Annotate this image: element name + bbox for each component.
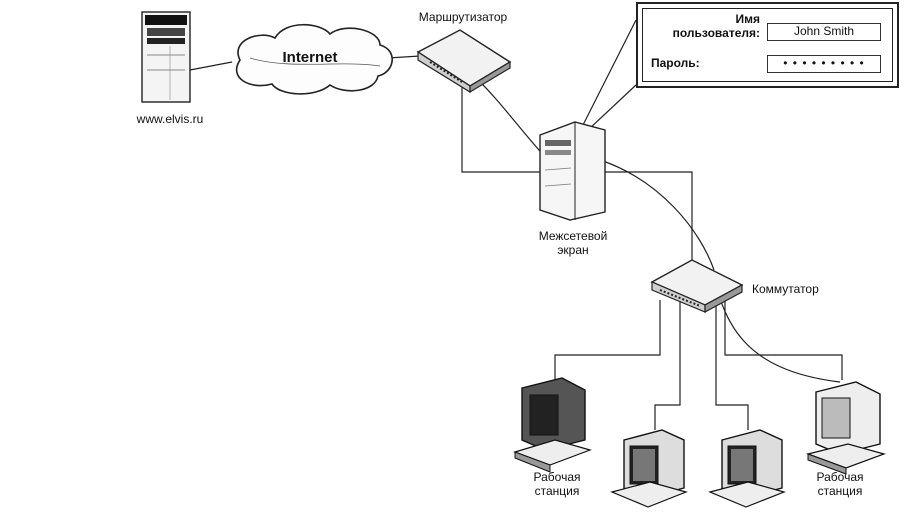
password-field[interactable]: • • • • • • • • • (767, 55, 881, 73)
workstation-right-line1: Рабочая (816, 470, 864, 484)
cable-firewall-login-1 (582, 19, 637, 126)
username-label-line1: Имя (735, 12, 760, 26)
switch-label: Коммутатор (752, 282, 819, 296)
cable-firewall-switch (605, 171, 693, 268)
cable-firewall-login-2 (587, 84, 637, 131)
server-label: www.elvis.ru (136, 112, 204, 126)
internet-cloud (235, 24, 393, 95)
cable-switch-ws3 (715, 304, 749, 430)
cable-internet-router (387, 55, 421, 59)
workstation-right-line2: станция (817, 484, 863, 498)
workstation-left-line1: Рабочая (533, 470, 581, 484)
workstation-4 (805, 381, 886, 475)
password-label: Пароль: (651, 56, 700, 70)
cable-switch-ws2 (654, 302, 681, 430)
router-label: Маршрутизатор (418, 10, 508, 24)
firewall (539, 121, 606, 221)
firewall-label-line1: Межсетевой (538, 229, 608, 243)
internet-label: Internet (282, 49, 337, 66)
router (416, 29, 512, 94)
workstation-left-line2: станция (534, 484, 580, 498)
cable-firewall-switch-curve (599, 159, 715, 271)
cable-switch-ws1 (554, 300, 661, 380)
cable-switch-ws4 (724, 300, 843, 380)
workstation-2 (610, 429, 688, 508)
cable-router-firewall (461, 78, 540, 173)
username-label-line2: пользователя: (672, 26, 760, 40)
login-panel-frame: Имя пользователя: John Smith Пароль: • •… (642, 8, 893, 82)
username-field[interactable]: John Smith (767, 23, 881, 41)
workstation-3 (708, 429, 786, 508)
cable-server-internet (189, 61, 233, 71)
web-server (141, 11, 191, 103)
workstation-1 (513, 377, 592, 473)
switch (650, 259, 744, 314)
firewall-label-line2: экран (557, 243, 589, 257)
login-panel: Имя пользователя: John Smith Пароль: • •… (636, 2, 899, 88)
